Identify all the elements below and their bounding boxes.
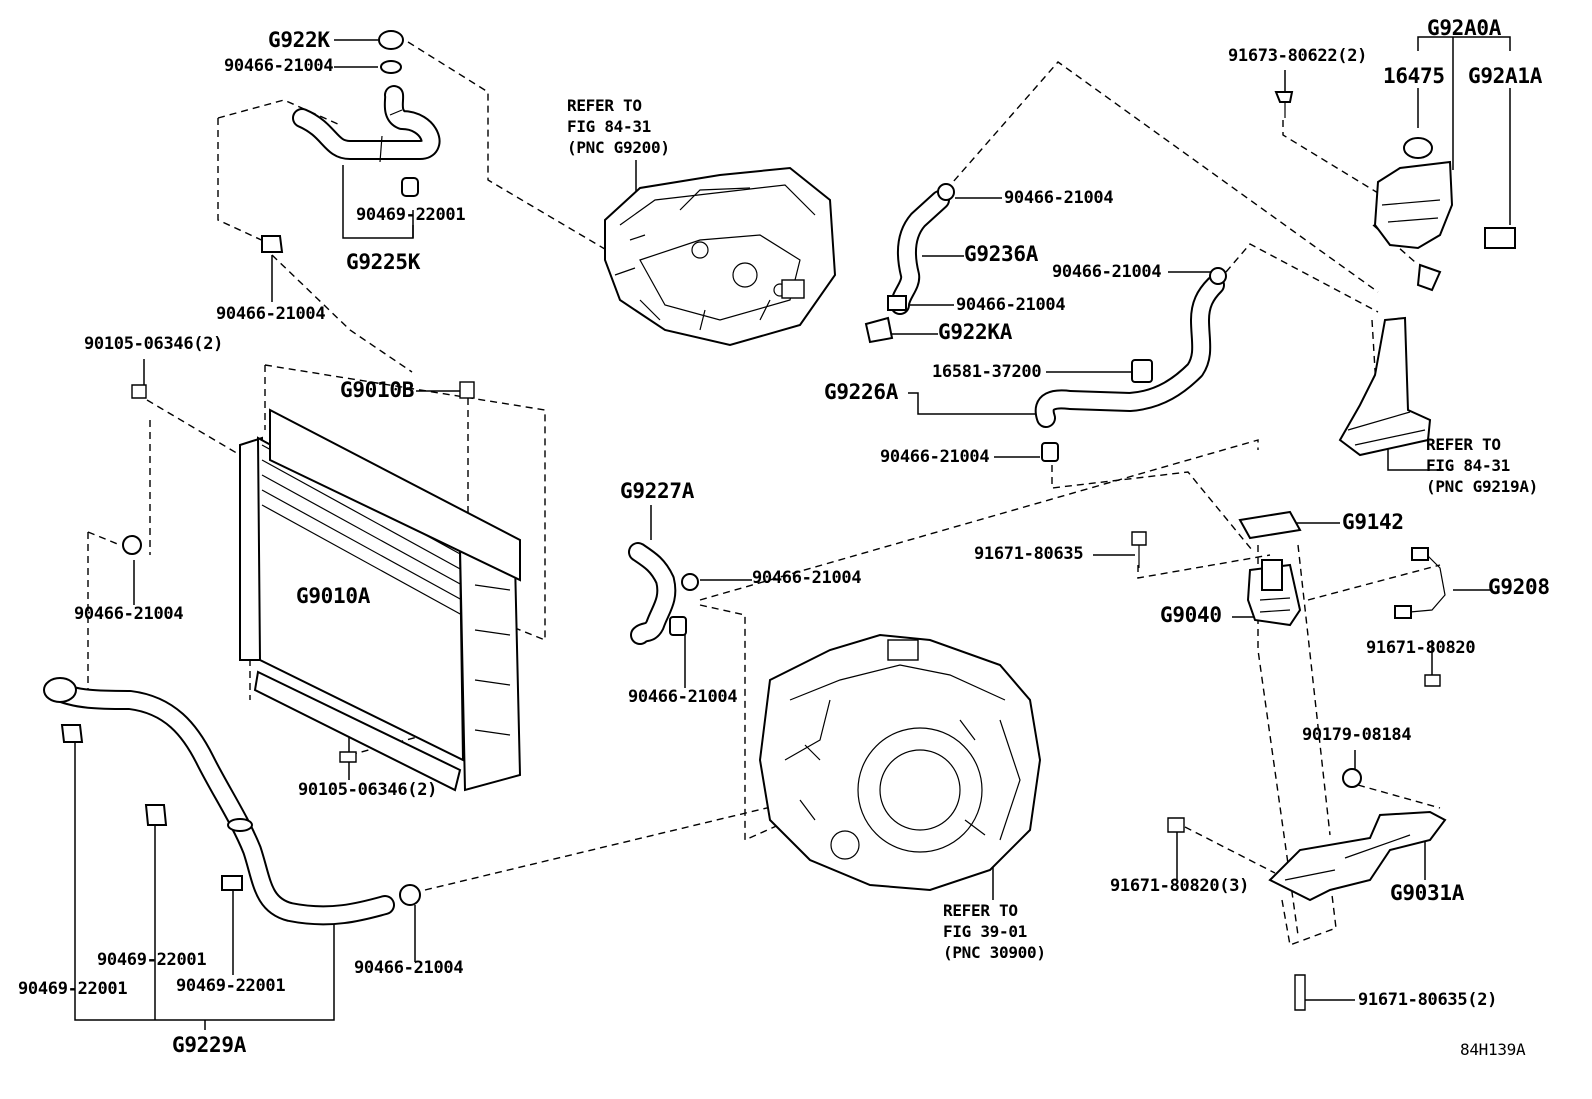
part-label-g9226a: G9226A xyxy=(824,380,899,404)
bracket-right-upper xyxy=(1338,316,1432,457)
transaxle-assembly xyxy=(758,633,1042,892)
reference-line: REFER TO xyxy=(943,901,1018,920)
reference-line: (PNC G9219A) xyxy=(1426,477,1538,496)
bracket-g9031a xyxy=(1131,531,1447,1011)
part-label-90469-22001: 90469-22001 xyxy=(97,950,207,970)
part-label-g92a1a: G92A1A xyxy=(1468,64,1543,88)
part-label-90466-21004: 90466-21004 xyxy=(1004,188,1114,208)
sensor-g9208 xyxy=(1394,547,1446,687)
part-label-g9010b: G9010B xyxy=(340,378,415,402)
reference-line: FIG 84-31 xyxy=(567,117,651,136)
hose-g9227a xyxy=(628,542,699,645)
reference-line: FIG 84-31 xyxy=(1426,456,1510,475)
part-label-90466-21004: 90466-21004 xyxy=(74,604,184,624)
diagram-code: 84H139A xyxy=(1460,1040,1526,1059)
part-label-g9229a: G9229A xyxy=(172,1033,247,1057)
part-label-g92a0a: G92A0A xyxy=(1427,16,1502,40)
part-label-90466-21004: 90466-21004 xyxy=(216,304,326,324)
reference-note-fig-84-31-g9219a: REFER TO FIG 84-31 (PNC G9219A) xyxy=(1426,434,1538,497)
reference-line: FIG 39-01 xyxy=(943,922,1027,941)
part-label-16581-37200: 16581-37200 xyxy=(932,362,1042,382)
hose-g9226a xyxy=(1034,267,1227,462)
part-label-90469-22001: 90469-22001 xyxy=(356,205,466,225)
part-label-91671-80820: 91671-80820 xyxy=(1366,638,1476,658)
part-label-g9040: G9040 xyxy=(1160,603,1222,627)
hose-g9236a xyxy=(864,183,955,344)
part-label-90105-06346: 90105-06346(2) xyxy=(84,334,224,354)
part-label-90469-22001: 90469-22001 xyxy=(176,976,286,996)
reference-note-fig-39-01-30900: REFER TO FIG 39-01 (PNC 30900) xyxy=(943,900,1046,963)
pump-g9040 xyxy=(1238,510,1302,627)
part-label-91671-80635: 91671-80635 xyxy=(974,544,1084,564)
part-label-90466-21004: 90466-21004 xyxy=(1052,262,1162,282)
part-label-16475: 16475 xyxy=(1383,64,1445,88)
part-label-90466-21004: 90466-21004 xyxy=(354,958,464,978)
part-label-g9142: G9142 xyxy=(1342,510,1404,534)
reference-line: (PNC G9200) xyxy=(567,138,670,157)
part-label-91671-80820: 91671-80820(3) xyxy=(1110,876,1250,896)
hose-g9229a xyxy=(43,677,421,926)
reference-line: (PNC 30900) xyxy=(943,943,1046,962)
clamp-g922k xyxy=(261,30,419,253)
part-label-90466-21004: 90466-21004 xyxy=(628,687,738,707)
reference-line: REFER TO xyxy=(567,96,642,115)
part-label-91671-80635: 91671-80635(2) xyxy=(1358,990,1498,1010)
part-label-90179-08184: 90179-08184 xyxy=(1302,725,1412,745)
part-label-g922k: G922K xyxy=(268,28,330,52)
reference-note-fig-84-31-g9200: REFER TO FIG 84-31 (PNC G9200) xyxy=(567,95,670,158)
part-label-g9010a: G9010A xyxy=(296,584,371,608)
inverter-assembly xyxy=(604,166,837,347)
part-label-g9225k: G9225K xyxy=(346,250,421,274)
part-label-90469-22001: 90469-22001 xyxy=(18,979,128,999)
reference-line: REFER TO xyxy=(1426,435,1501,454)
part-label-90466-21004: 90466-21004 xyxy=(880,447,990,467)
part-label-91673-80622: 91673-80622(2) xyxy=(1228,46,1368,66)
part-label-g9208: G9208 xyxy=(1488,575,1550,599)
part-label-90466-21004: 90466-21004 xyxy=(752,568,862,588)
part-label-90466-21004: 90466-21004 xyxy=(956,295,1066,315)
part-label-g922ka: G922KA xyxy=(938,320,1013,344)
part-label-90466-21004: 90466-21004 xyxy=(224,56,334,76)
part-label-g9236a: G9236A xyxy=(964,242,1039,266)
part-label-90105-06346: 90105-06346(2) xyxy=(298,780,438,800)
reservoir-tank xyxy=(1274,91,1516,292)
part-label-g9031a: G9031A xyxy=(1390,881,1465,905)
radiator-g9010a xyxy=(122,381,522,792)
part-label-g9227a: G9227A xyxy=(620,479,695,503)
hose-g9225k xyxy=(292,85,441,163)
